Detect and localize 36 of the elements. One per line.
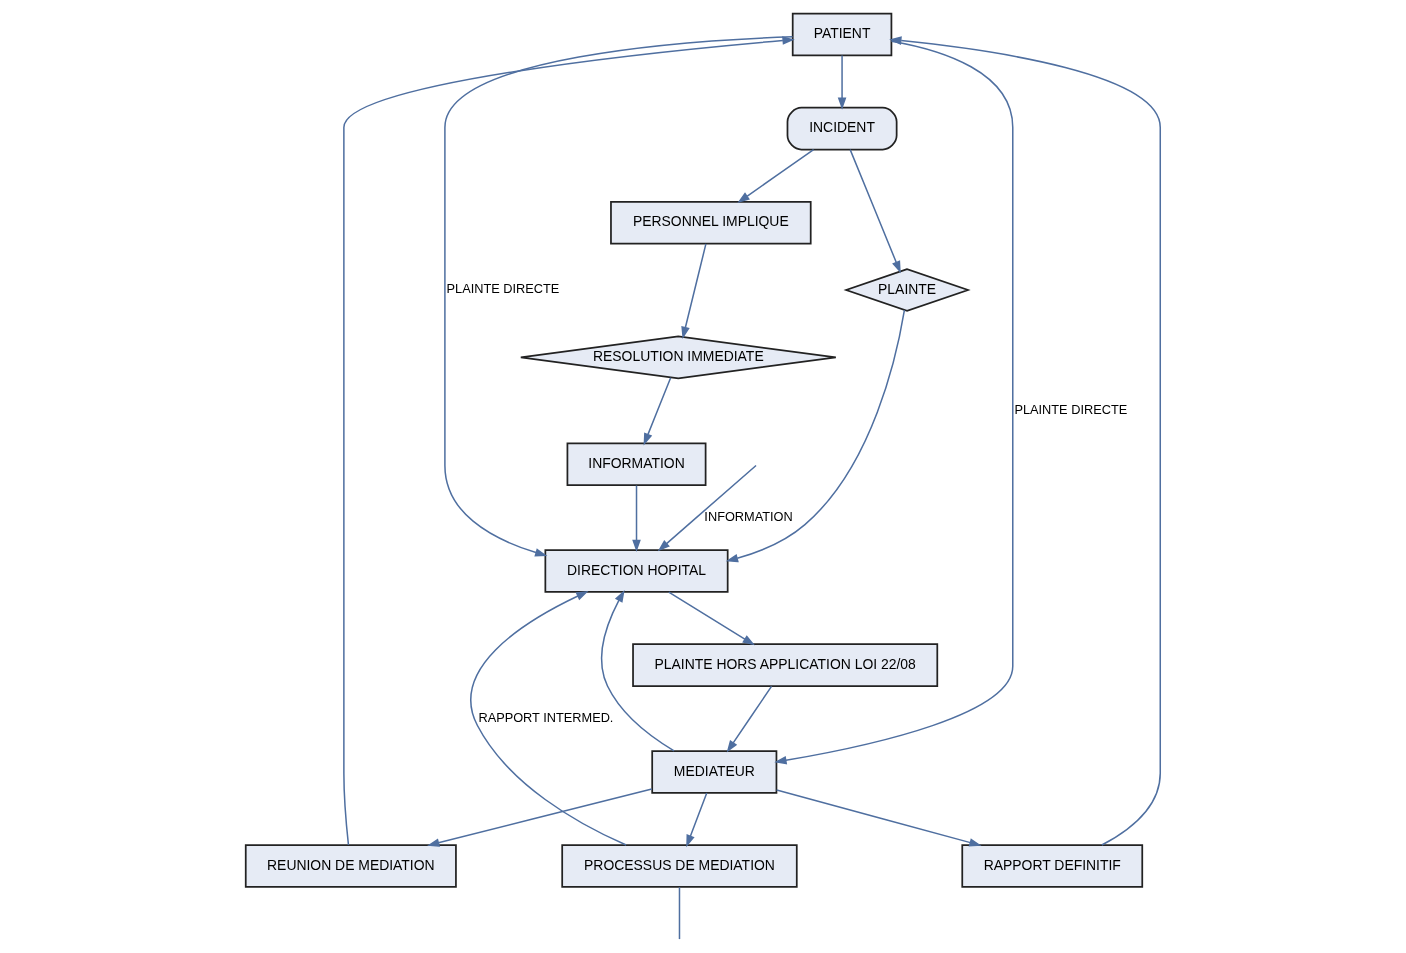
- arrow: [632, 484, 641, 552]
- arrow: [774, 39, 1014, 764]
- node-box: REUNION DE MEDIATION: [244, 843, 457, 888]
- arrow: [775, 788, 982, 847]
- edge-label: PLAINTE DIRECTE: [1014, 401, 1128, 417]
- arrow: [737, 148, 815, 203]
- arrow: [427, 787, 653, 847]
- arrow: [601, 589, 675, 752]
- node-diamond: PLAINTE: [843, 267, 971, 312]
- node-box: PATIENT: [791, 12, 893, 56]
- arrow: [643, 376, 672, 445]
- edge-label: INFORMATION: [704, 508, 793, 524]
- arrow: [470, 590, 627, 846]
- edge-label: PLAINTE DIRECTE: [446, 280, 560, 296]
- node-box: PERSONNEL IMPLIQUE: [610, 200, 812, 244]
- edge-label: RAPPORT INTERMED.: [478, 709, 614, 725]
- connector: [678, 886, 681, 940]
- node-box: PROCESSUS DE MEDIATION: [561, 843, 798, 888]
- arrow: [668, 590, 755, 645]
- node-box: PLAINTE HORS APPLICATION LOI 22/08: [632, 642, 939, 687]
- arrow: [889, 35, 1161, 846]
- arrow: [343, 35, 795, 846]
- node-box: RAPPORT DEFINITIF: [961, 843, 1144, 888]
- arrow: [657, 464, 757, 551]
- node-diamond: RESOLUTION IMMEDIATE: [519, 335, 837, 379]
- arrow: [681, 242, 707, 339]
- arrow: [837, 54, 847, 110]
- node-box: INFORMATION: [566, 441, 707, 486]
- arrow: [444, 35, 794, 557]
- node-box: MEDIATEUR: [651, 749, 778, 794]
- arrow: [725, 308, 906, 562]
- node-box: DIRECTION HOPITAL: [544, 548, 729, 593]
- arrow: [849, 148, 901, 273]
- arrow: [686, 791, 708, 847]
- arrow: [726, 685, 773, 753]
- node-box: INCIDENT: [786, 106, 898, 150]
